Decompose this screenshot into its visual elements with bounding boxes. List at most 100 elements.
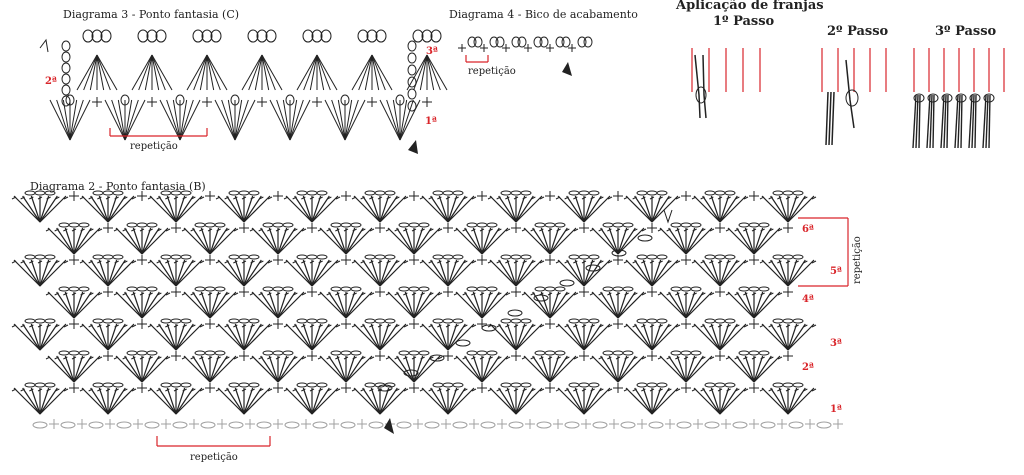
dc-stitch bbox=[617, 227, 645, 255]
dc-bar bbox=[156, 196, 161, 200]
dc-stitch bbox=[430, 195, 449, 223]
dc-stitch bbox=[344, 99, 353, 141]
dc-stitch bbox=[251, 227, 279, 255]
dc-bar bbox=[293, 292, 298, 296]
chain-stitch bbox=[533, 294, 549, 302]
dc-stitch bbox=[234, 195, 245, 223]
chain-stitch bbox=[559, 279, 575, 287]
dc-stitch bbox=[676, 355, 687, 383]
dc-stitch bbox=[371, 54, 393, 91]
dc-bar bbox=[123, 324, 128, 328]
dc-bar bbox=[589, 228, 595, 232]
dc-bar bbox=[326, 292, 331, 296]
chain-stitch bbox=[256, 421, 272, 429]
dc-bar bbox=[633, 356, 638, 360]
dc-bar bbox=[11, 324, 17, 328]
chain-stitch bbox=[636, 254, 648, 260]
dc-bar bbox=[403, 356, 408, 360]
dc-bar bbox=[292, 196, 297, 200]
dc-bar bbox=[326, 356, 331, 360]
dc-stitch bbox=[447, 387, 458, 415]
dc-bar bbox=[521, 228, 527, 232]
dc-stitch bbox=[319, 227, 347, 255]
dc-bar bbox=[428, 388, 433, 392]
dc-stitch bbox=[64, 227, 75, 255]
dc-stitch bbox=[96, 54, 111, 91]
dc-bar bbox=[79, 260, 85, 264]
chain-stitch bbox=[636, 318, 648, 324]
dc-bar bbox=[488, 356, 493, 360]
dc-bar bbox=[505, 356, 511, 360]
d3-row-3: 3ª bbox=[426, 46, 438, 57]
dc-bar bbox=[411, 356, 417, 360]
dc-stitch bbox=[600, 227, 619, 255]
dc-bar bbox=[522, 260, 527, 264]
chain-stitch bbox=[272, 350, 284, 356]
dc-stitch bbox=[419, 54, 428, 91]
dc-stitch bbox=[22, 259, 41, 287]
dc-bar bbox=[29, 196, 34, 200]
dc-bar bbox=[445, 388, 451, 392]
chain-stitch bbox=[368, 421, 384, 429]
dc-stitch bbox=[39, 195, 50, 223]
dc-bar bbox=[351, 324, 357, 328]
dc-bar bbox=[437, 388, 442, 392]
dc-bar bbox=[394, 356, 399, 360]
dc-stitch bbox=[260, 227, 279, 255]
dc-stitch bbox=[319, 291, 347, 319]
chain-stitch bbox=[738, 350, 750, 356]
dc-stitch bbox=[69, 99, 78, 141]
dc-stitch bbox=[617, 291, 628, 319]
dc-bar bbox=[335, 260, 341, 264]
dc-stitch bbox=[200, 355, 211, 383]
chain-stitch bbox=[782, 190, 794, 196]
dc-bar bbox=[759, 260, 765, 264]
dc-bar bbox=[207, 292, 213, 296]
dc-stitch bbox=[243, 387, 271, 415]
diagram3-title: Diagrama 3 - Ponto fantasia (C) bbox=[63, 8, 240, 21]
dc-bar bbox=[454, 324, 459, 328]
chain-stitch bbox=[68, 222, 80, 228]
dc-stitch bbox=[141, 227, 152, 255]
dc-stitch bbox=[583, 387, 594, 415]
dc-bar bbox=[709, 196, 714, 200]
chain-stitch bbox=[82, 29, 94, 43]
dc-stitch bbox=[158, 195, 177, 223]
dc-stitch bbox=[193, 54, 208, 91]
dc-bar bbox=[649, 260, 655, 264]
dc-stitch bbox=[413, 355, 424, 383]
dc-bar bbox=[71, 228, 77, 232]
dc-bar bbox=[11, 260, 17, 264]
dc-stitch bbox=[47, 355, 75, 383]
dc-stitch bbox=[761, 387, 789, 415]
dc-bar bbox=[547, 292, 553, 296]
dc-stitch bbox=[39, 259, 58, 287]
chain-stitch bbox=[194, 222, 206, 228]
chain-stitch bbox=[398, 286, 410, 292]
chain-stitch bbox=[561, 36, 571, 48]
dc-bar bbox=[777, 356, 783, 360]
dc-stitch bbox=[744, 355, 755, 383]
dc-stitch bbox=[659, 355, 687, 383]
dc-stitch bbox=[481, 227, 500, 255]
dc-stitch bbox=[736, 227, 755, 255]
dc-bar bbox=[463, 260, 468, 264]
chain-stitch bbox=[24, 254, 36, 260]
dc-stitch bbox=[243, 259, 254, 287]
fringe-strand bbox=[912, 94, 917, 149]
dc-bar bbox=[471, 196, 477, 200]
dc-stitch bbox=[506, 259, 517, 287]
chain-stitch bbox=[500, 382, 512, 388]
dc-stitch bbox=[455, 227, 483, 255]
dc-stitch bbox=[294, 195, 313, 223]
chain-stitch bbox=[564, 421, 580, 429]
dc-stitch bbox=[151, 54, 160, 91]
dc-stitch bbox=[209, 291, 220, 319]
dc-stitch bbox=[481, 355, 492, 383]
dc-stitch bbox=[387, 355, 415, 383]
dc-stitch bbox=[56, 227, 75, 255]
chain-stitch bbox=[316, 190, 328, 196]
chain-stitch bbox=[517, 36, 527, 48]
dc-bar bbox=[488, 292, 493, 296]
dc-stitch bbox=[549, 291, 568, 319]
